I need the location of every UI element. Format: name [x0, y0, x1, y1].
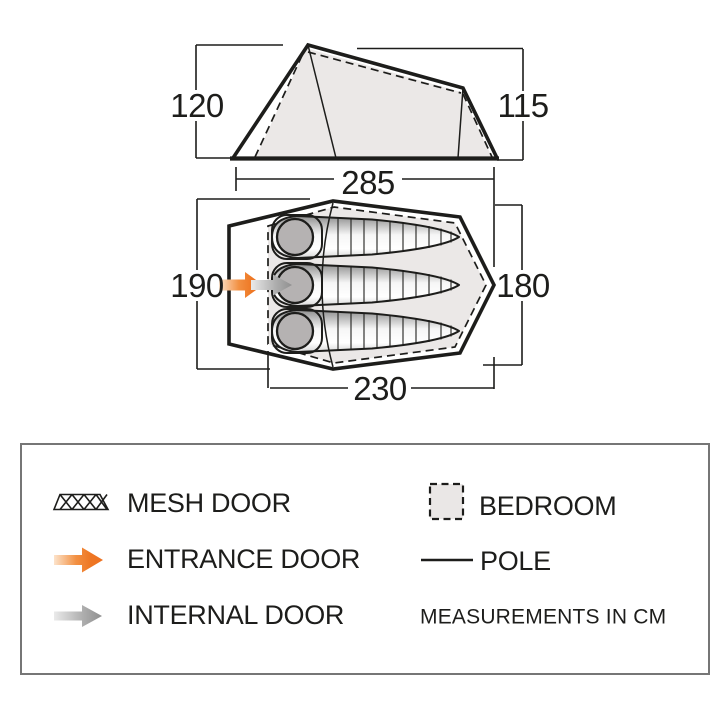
dimension-label-left-height: 120 — [170, 87, 224, 124]
entrance-door-arrow — [219, 272, 263, 298]
flysheet-outline — [231, 42, 499, 159]
dimension-label-bedroom-length: 230 — [353, 370, 407, 407]
pole-line-icon — [421, 558, 473, 562]
pole-arc — [321, 202, 334, 368]
dimensions: 120 115 285 190 180 230 — [170, 44, 550, 407]
legend-label-mesh-door: MESH DOOR — [127, 487, 291, 518]
legend-box: MESH DOOR ENTRANCE DOOR INTERNAL DOOR BE… — [20, 443, 710, 675]
entrance-door-arrow-icon — [54, 547, 103, 573]
legend-label-bedroom: BEDROOM — [479, 490, 617, 521]
inner-tent-dashed-outline — [254, 46, 493, 158]
floorplan-outline — [227, 199, 497, 371]
pole-lines — [307, 44, 464, 159]
dimension-label-length: 285 — [341, 164, 395, 201]
dim-lines-plan — [196, 198, 523, 389]
mesh-door-icon — [52, 493, 110, 511]
dimension-label-left-width: 190 — [170, 267, 224, 304]
internal-door-arrow-icon — [54, 605, 102, 627]
legend-label-internal-door: INTERNAL DOOR — [127, 599, 345, 630]
bedroom-swatch-icon — [428, 482, 465, 521]
dimension-label-right-width: 180 — [496, 267, 550, 304]
side-view — [230, 42, 499, 161]
dim-lines-side — [195, 44, 524, 389]
floor-plan — [219, 199, 497, 371]
internal-door-arrow — [251, 274, 292, 296]
legend-label-entrance-door: ENTRANCE DOOR — [127, 543, 361, 574]
measurements-note: MEASUREMENTS IN CM — [420, 605, 667, 629]
tent-diagrams: 120 115 285 190 180 230 — [170, 42, 550, 407]
legend-label-pole: POLE — [480, 545, 551, 576]
dimension-label-right-height: 115 — [497, 87, 548, 124]
